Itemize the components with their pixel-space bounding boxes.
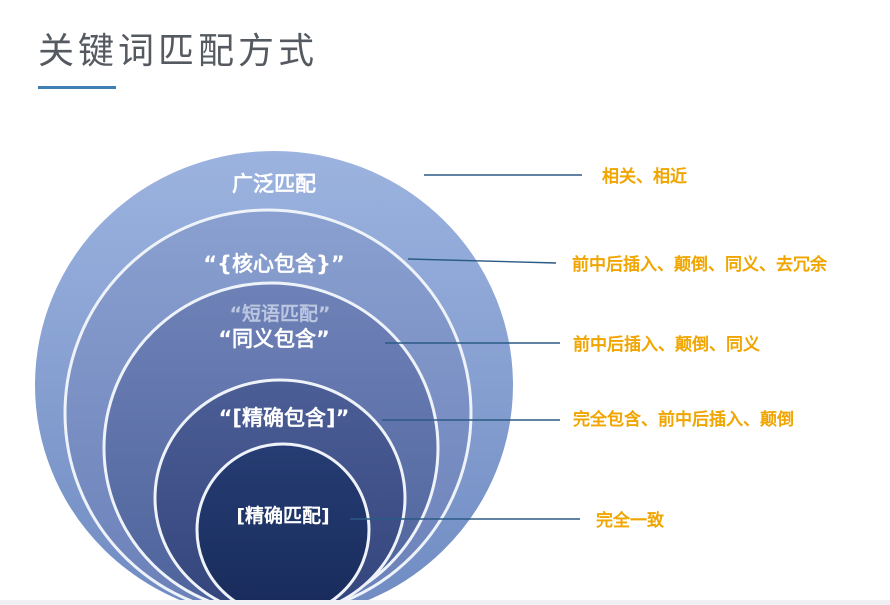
desc-precise-contain: 完全包含、前中后插入、颠倒 <box>573 409 794 430</box>
label-synonym-contain: “同义包含” <box>218 327 330 351</box>
desc-exact-match: 完全一致 <box>596 510 665 531</box>
label-precise-contain: “[精确包含]” <box>219 406 350 430</box>
label-broad-match: 广泛匹配 <box>232 172 316 196</box>
ring-exact-match <box>195 442 371 605</box>
page-title: 关键词匹配方式 <box>38 31 319 72</box>
label-core-contain: “{核心包含}” <box>203 252 345 276</box>
desc-synonym-contain: 前中后插入、颠倒、同义 <box>573 334 760 355</box>
label-phrase-match-ghost: “短语匹配” <box>230 302 331 325</box>
title-underline <box>38 86 116 89</box>
label-exact-match: [精确匹配] <box>236 504 329 527</box>
desc-core-contain: 前中后插入、颠倒、同义、去冗余 <box>572 254 828 275</box>
bottom-rule <box>0 600 890 605</box>
desc-broad-match: 相关、相近 <box>602 166 687 187</box>
leader-line-core <box>407 258 557 264</box>
